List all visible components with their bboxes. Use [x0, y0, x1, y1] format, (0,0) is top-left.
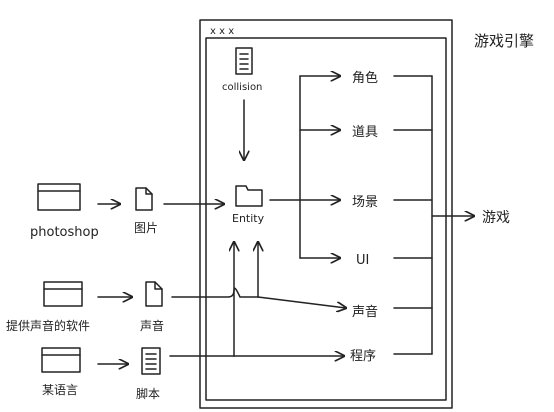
engine-window-title-marks: x x x: [210, 26, 234, 37]
engine-window: x x x: [199, 19, 453, 409]
sound-label: 声音: [140, 318, 164, 333]
script-flow-lines: [169, 242, 344, 356]
language-label: 某语言: [42, 383, 78, 397]
output-scene: 场景: [352, 195, 378, 210]
collision-label: collision: [222, 82, 262, 93]
outputs-to-game-bracket: [393, 75, 474, 355]
engine-window-inner-frame: [205, 37, 447, 401]
engine-label: 游戏引擎: [474, 32, 534, 50]
sound-flow-lines: [171, 242, 346, 308]
engine-window-outer-frame: [199, 19, 453, 409]
image-doc-icon: [135, 187, 153, 211]
output-program: 程序: [350, 349, 376, 364]
sound-software-label: 提供声音的软件: [6, 318, 90, 333]
entity-output-tree: [269, 76, 340, 258]
image-label: 图片: [134, 221, 158, 235]
output-item: 道具: [352, 125, 378, 140]
entity-label: Entity: [232, 212, 265, 225]
photoshop-label: photoshop: [30, 225, 99, 240]
collision-doc-icon: [235, 47, 253, 75]
output-ui: UI: [356, 253, 369, 268]
script-label: 脚本: [136, 386, 160, 401]
sound-doc-icon: [145, 281, 163, 307]
sound-software-window-icon: [43, 281, 83, 307]
output-sound: 声音: [352, 304, 378, 320]
entity-folder-icon: [235, 185, 263, 207]
output-role: 角色: [352, 70, 378, 86]
photoshop-window-icon: [37, 183, 81, 211]
language-window-icon: [41, 347, 81, 373]
script-doc-icon: [141, 347, 161, 375]
game-label: 游戏: [482, 210, 510, 226]
